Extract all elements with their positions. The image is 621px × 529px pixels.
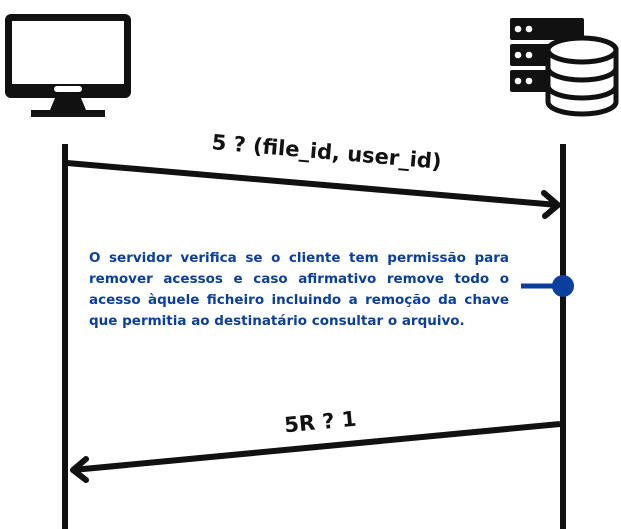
desktop-computer-icon: [5, 14, 131, 117]
server-database-icon: [510, 18, 619, 117]
note-connector: [521, 275, 574, 297]
server-note-text: O servidor verifica se o cliente tem per…: [89, 250, 509, 329]
message-arrow-request: [66, 160, 561, 219]
message-label-response: 5R ? 1: [283, 407, 357, 438]
message-label-request: 5 ? (file_id, user_id): [211, 130, 443, 174]
message-arrow-response: [70, 421, 561, 483]
